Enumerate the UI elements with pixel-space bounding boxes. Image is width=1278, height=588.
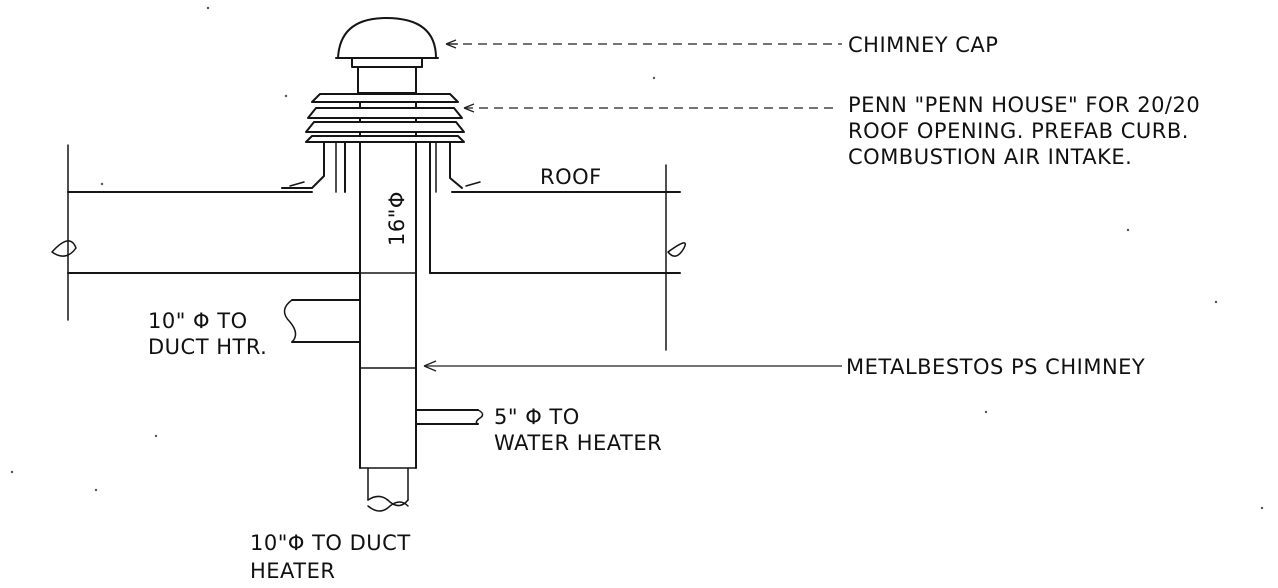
scan-specks <box>10 6 1264 510</box>
label-duct-heater-line1: 10"Φ TO DUCT <box>250 531 411 555</box>
break-mark-right <box>667 242 686 257</box>
label-duct-htr-line1: 10" Φ TO <box>148 309 248 333</box>
cap-collar <box>351 57 423 68</box>
speck <box>1126 228 1130 232</box>
label-penn-line2: ROOF OPENING. PREFAB CURB. <box>848 119 1189 143</box>
wh-branch-break <box>475 409 484 425</box>
label-duct-htr-line2: DUCT HTR. <box>148 335 267 359</box>
labels: CHIMNEY CAP PENN "PENN HOUSE" FOR 20/20 … <box>148 33 1200 583</box>
lower-pipe-break-2 <box>367 501 409 512</box>
speck <box>10 470 14 474</box>
break-mark-left <box>51 240 77 257</box>
speck <box>94 488 98 492</box>
lower-pipe-break <box>367 495 409 507</box>
prefab-curb <box>281 141 481 193</box>
curb-right-outer <box>441 141 463 189</box>
branch-break <box>283 299 297 343</box>
louver-3 <box>305 121 465 133</box>
curb-left-outer <box>281 141 331 189</box>
louver-1 <box>311 93 459 103</box>
louver-2 <box>307 107 463 119</box>
leader-lines <box>423 39 842 372</box>
label-chimney-diameter: 16"Φ <box>385 191 409 246</box>
label-roof: ROOF <box>540 165 602 189</box>
label-penn-line1: PENN "PENN HOUSE" FOR 20/20 <box>848 93 1200 117</box>
water-heater-branch <box>415 409 484 425</box>
chimney-cap <box>335 17 439 94</box>
label-chimney-cap: CHIMNEY CAP <box>848 33 998 57</box>
label-water-heater-line1: 5" Φ TO <box>494 405 580 429</box>
speck <box>100 182 104 186</box>
louver-4 <box>305 135 465 143</box>
cap-dome <box>337 17 437 59</box>
roof-deck <box>51 144 686 351</box>
label-duct-heater-line2: HEATER <box>250 559 335 583</box>
duct-htr-branch <box>283 299 361 343</box>
label-penn-line3: COMBUSTION AIR INTAKE. <box>848 145 1132 169</box>
flashing-marks <box>289 181 481 187</box>
speck <box>206 6 210 10</box>
label-water-heater-line2: WATER HEATER <box>494 431 662 455</box>
speck <box>154 434 158 438</box>
label-metalbestos: METALBESTOS PS CHIMNEY <box>846 355 1145 379</box>
speck <box>984 410 988 414</box>
arrow-metalbestos <box>423 360 437 372</box>
cap-neck <box>357 66 417 94</box>
arrow-chimney-cap <box>445 39 458 49</box>
speck <box>1260 506 1264 510</box>
speck <box>1214 300 1218 304</box>
arrow-penn <box>463 103 475 113</box>
speck <box>652 76 656 80</box>
penn-house-louvers <box>305 93 465 143</box>
speck <box>284 94 288 98</box>
